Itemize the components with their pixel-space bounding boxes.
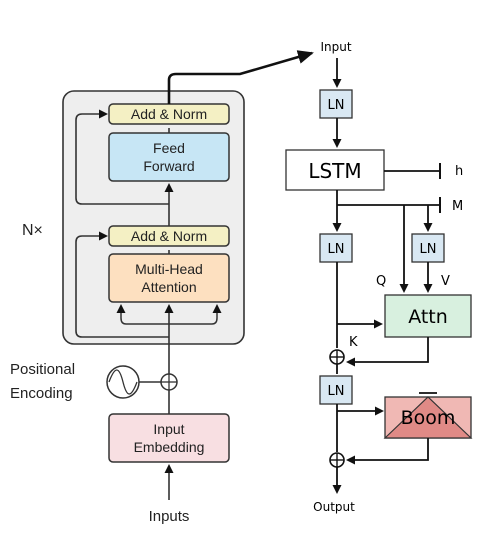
v-label: V (441, 274, 450, 289)
k-label: K (349, 335, 358, 350)
add-circle-icon (329, 452, 345, 468)
nx-label: N× (22, 222, 43, 239)
input-embedding-label-line2: Embedding (134, 439, 205, 455)
ln-label-2: LN (328, 242, 345, 257)
ln-label-4: LN (328, 384, 345, 399)
output-label: Output (313, 500, 355, 514)
inputs-label: Inputs (149, 508, 190, 525)
transformer-encoder: N× Add & Norm Feed Forward Add & Norm Mu… (10, 50, 314, 525)
feed-forward-label-line2: Forward (143, 158, 194, 174)
ln-label-1: LN (328, 98, 345, 113)
input-label: Input (320, 40, 351, 54)
ln-box-4 (319, 375, 353, 405)
input-embedding-label-line1: Input (153, 421, 184, 437)
attn-box (384, 294, 472, 338)
q-label: Q (376, 274, 386, 289)
boom-label: Boom (401, 407, 456, 429)
lstm-label: LSTM (308, 159, 361, 183)
positional-encoding-label-line2: Encoding (10, 385, 73, 402)
lstm-box (285, 149, 385, 191)
add-circle-icon (160, 373, 178, 391)
ln-box-1 (319, 89, 353, 119)
positional-encoding-icon (106, 365, 140, 399)
add-circle-icon (329, 349, 345, 365)
sha-rnn-block: Input LN LSTM h M LN Q LN V Attn (285, 40, 473, 514)
boom-block: Boom (383, 392, 473, 439)
attn-label: Attn (408, 306, 448, 328)
feed-forward-label-line1: Feed (153, 140, 185, 156)
add-norm-bottom-label: Add & Norm (131, 228, 207, 244)
h-label: h (455, 164, 463, 179)
ln-box-2 (319, 233, 353, 263)
m-label: M (452, 199, 463, 214)
multi-head-label-line2: Attention (141, 279, 196, 295)
positional-encoding-label-line1: Positional (10, 361, 75, 378)
add-norm-top-label: Add & Norm (131, 106, 207, 122)
multi-head-label-line1: Multi-Head (135, 261, 203, 277)
ln-label-3: LN (420, 242, 437, 257)
